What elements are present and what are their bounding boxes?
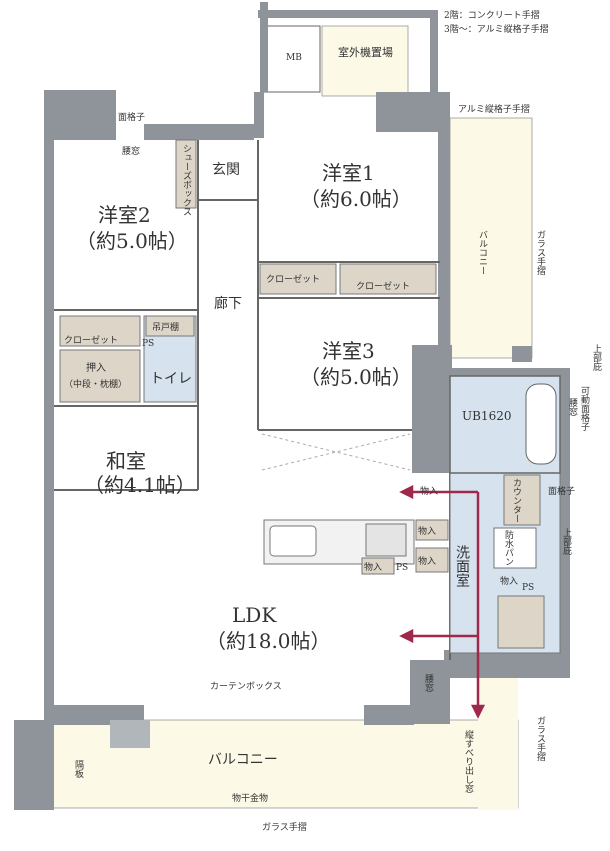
- western1-name: 洋室1: [322, 161, 375, 185]
- waterproof-pan-unit: [493, 527, 537, 569]
- legend-line2: 3階～：アルミ縦格子手摺: [444, 23, 549, 35]
- curtain-box-label: カーテンボックス: [210, 681, 282, 692]
- oshiire-label-1: 押入: [86, 361, 106, 374]
- western3-name: 洋室3: [322, 339, 375, 363]
- hanging-shelf-unit: [145, 315, 195, 337]
- balcony-south-label: バルコニー: [208, 752, 278, 768]
- ps-label-3: PS: [522, 583, 534, 593]
- toilet-label: トイレ: [150, 371, 192, 387]
- western3-size: （約5.0帖）: [300, 365, 412, 389]
- closet-w2-label: クローゼット: [64, 334, 118, 346]
- closet-w1-b-label: クローゼット: [356, 280, 410, 292]
- washitsu-name: 和室: [106, 449, 146, 473]
- washbasin-unit: [497, 595, 545, 649]
- western2-size: （約5.0帖）: [76, 229, 188, 253]
- balcony-east-area: [449, 117, 533, 359]
- sink: [269, 525, 317, 557]
- entrance-label: 玄関: [212, 161, 240, 178]
- cooktop: [365, 523, 407, 557]
- storage-box-1: [415, 519, 449, 541]
- upper-eaves-1-label: 上部庇: [591, 344, 602, 372]
- lattice-top-label: 面格子: [118, 111, 145, 123]
- counter-label: カウンター: [511, 478, 522, 523]
- waterproof-pan-label: 防水パン: [503, 529, 514, 566]
- waist-window-ldk-label: 腰窓: [423, 674, 434, 692]
- storage-box-3: [361, 557, 395, 575]
- ldk-size: （約18.0帖）: [206, 629, 331, 653]
- hanging-shelf-label: 吊戸棚: [152, 321, 179, 333]
- western1-size: （約6.0帖）: [300, 187, 412, 211]
- glass-railing-se-label: ガラス手摺: [535, 716, 546, 762]
- corridor-hatch: [261, 433, 411, 471]
- oshiire-unit: [59, 349, 141, 403]
- balcony-se-area: [478, 670, 518, 810]
- western2-name: 洋室2: [98, 203, 151, 227]
- storage-box-2: [415, 547, 449, 573]
- laundry-pole-label: 物干金物: [232, 792, 268, 804]
- bath-label: UB1620: [462, 409, 511, 423]
- flow-arrows: [399, 484, 486, 719]
- balcony-east-label: バルコニー: [477, 230, 488, 275]
- mb-label: MB: [286, 53, 302, 63]
- partition-label: 隔板: [73, 760, 84, 779]
- counter-unit: [503, 474, 541, 526]
- ps-label-1: PS: [142, 339, 154, 349]
- washroom-label: 洗面室: [454, 545, 470, 587]
- oshiire-label-2: （中段・枕棚）: [64, 378, 127, 390]
- storage-item-5: 物入: [420, 485, 438, 497]
- waist-window-top-label: 腰窓: [122, 145, 140, 157]
- alum-railing-label: アルミ縦格子手摺: [458, 103, 530, 115]
- closet-w1-b-unit: [339, 263, 437, 295]
- storage-item-1: 物入: [418, 525, 436, 537]
- hallway-label: 廊下: [214, 295, 242, 312]
- closet-w2-unit: [59, 315, 141, 347]
- outdoor-unit-label: 室外機置場: [338, 45, 393, 59]
- closet-w1-a-label: クローゼット: [266, 273, 320, 285]
- mb-area: [261, 25, 321, 93]
- lattice-right-label: 面格子: [548, 485, 575, 497]
- shoebox-label: シューズボックス: [181, 144, 192, 216]
- outdoor-unit-area: [321, 25, 409, 97]
- legend-line1: 2階：コンクリート手摺: [444, 9, 540, 21]
- walls: [14, 2, 570, 810]
- ps-label-2: PS: [396, 563, 408, 573]
- glass-railing-bottom-label: ガラス手摺: [262, 821, 307, 833]
- ldk-name: LDK: [232, 603, 277, 627]
- storage-item-2: 物入: [418, 555, 436, 567]
- storage-item-3: 物入: [364, 561, 382, 573]
- movable-lattice-label: 可動面格子: [579, 386, 590, 431]
- glass-railing-east-label: ガラス手摺: [535, 230, 546, 276]
- closet-w1-a-unit: [259, 263, 337, 295]
- sliding-window-label: 縦すべり出し窓: [463, 729, 474, 793]
- washitsu-size: （約4.1帖）: [84, 473, 196, 497]
- upper-eaves-2-label: 上部庇: [561, 528, 572, 556]
- storage-item-4: 物入: [500, 575, 518, 587]
- shoebox-unit: [175, 139, 197, 209]
- bathtub: [525, 383, 557, 465]
- waist-window-bath-label: 腰窓: [567, 398, 578, 416]
